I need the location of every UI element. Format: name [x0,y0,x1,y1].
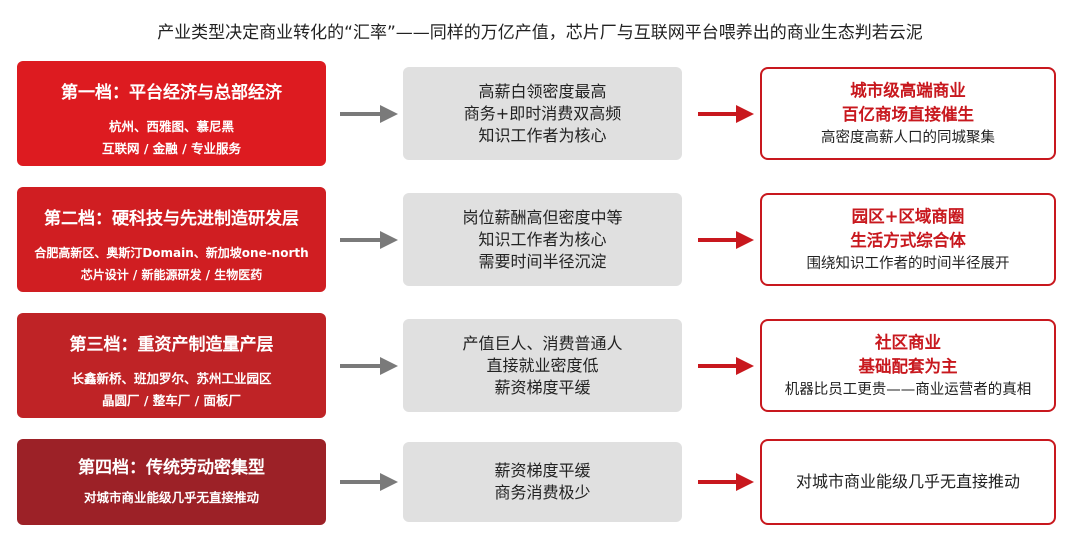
characteristics-box: 高薪白领密度最高 商务+即时消费双高频 知识工作者为核心 [403,67,682,160]
tier-industries: 晶圆厂 / 整车厂 / 面板厂 [101,393,242,408]
result-headline: 百亿商场直接催生 [842,104,974,124]
characteristic-line: 薪资梯度平缓 [494,461,591,480]
commerce-result-box: 城市级高端商业 百亿商场直接催生 高密度高薪人口的同城聚集 [760,67,1056,160]
characteristic-line: 高薪白领密度最高 [478,81,607,101]
characteristic-line: 知识工作者为核心 [478,125,607,145]
tier-title: 第三档：重资产制造量产层 [69,335,274,355]
tier-card-4: 第四档：传统劳动密集型 对城市商业能级几乎无直接推动 [17,439,326,525]
arrow-right-icon [698,231,754,249]
characteristic-line: 需要时间半径沉淀 [478,251,607,271]
arrow-right-icon [340,105,398,123]
tier-title: 第四档：传统劳动密集型 [78,458,265,478]
result-headline: 园区+区域商圈 [851,206,965,226]
characteristic-line: 薪资梯度平缓 [494,377,591,397]
tier-title: 第二档：硬科技与先进制造研发层 [44,209,299,229]
arrow-right-icon [340,357,398,375]
commerce-result-box: 社区商业 基础配套为主 机器比员工更贵——商业运营者的真相 [760,319,1056,412]
result-note: 围绕知识工作者的时间半径展开 [806,255,1010,272]
arrow-right-icon [698,357,754,375]
page-title: 产业类型决定商业转化的“汇率”——同样的万亿产值，芯片厂与互联网平台喂养出的商业… [157,23,923,43]
characteristic-line: 直接就业密度低 [486,355,599,375]
tier-row-2: 第二档：硬科技与先进制造研发层 合肥高新区、奥斯汀Domain、新加坡one-n… [0,187,1080,292]
tier-summary: 对城市商业能级几乎无直接推动 [83,490,259,505]
result-note: 机器比员工更贵——商业运营者的真相 [784,381,1032,398]
tier-row-1: 第一档：平台经济与总部经济 杭州、西雅图、慕尼黑 互联网 / 金融 / 专业服务… [0,61,1080,166]
tier-examples: 杭州、西雅图、慕尼黑 互联网 / 金融 / 专业服务 [17,116,326,160]
arrow-right-icon [340,231,398,249]
characteristics-box: 薪资梯度平缓 商务消费极少 [403,442,682,522]
characteristic-line: 商务消费极少 [494,483,591,502]
tier-industries: 芯片设计 / 新能源研发 / 生物医药 [80,268,263,282]
characteristics-box: 产值巨人、消费普通人 直接就业密度低 薪资梯度平缓 [403,319,682,412]
result-note: 高密度高薪人口的同城聚集 [821,129,995,146]
tier-cities: 合肥高新区、奥斯汀Domain、新加坡one-north [34,246,309,260]
arrow-right-icon [698,105,754,123]
tier-row-3: 第三档：重资产制造量产层 长鑫新桥、班加罗尔、苏州工业园区 晶圆厂 / 整车厂 … [0,313,1080,418]
result-headline: 基础配套为主 [858,356,958,376]
tier-examples: 长鑫新桥、班加罗尔、苏州工业园区 晶圆厂 / 整车厂 / 面板厂 [17,368,326,412]
tier-card-2: 第二档：硬科技与先进制造研发层 合肥高新区、奥斯汀Domain、新加坡one-n… [17,187,326,292]
tier-cities: 长鑫新桥、班加罗尔、苏州工业园区 [71,371,272,386]
tier-title: 第一档：平台经济与总部经济 [61,83,282,103]
commerce-result-box: 对城市商业能级几乎无直接推动 [760,439,1056,525]
commerce-result-box: 园区+区域商圈 生活方式综合体 围绕知识工作者的时间半径展开 [760,193,1056,286]
result-note: 对城市商业能级几乎无直接推动 [795,472,1020,491]
characteristic-line: 岗位薪酬高但密度中等 [462,207,623,227]
tier-card-3: 第三档：重资产制造量产层 长鑫新桥、班加罗尔、苏州工业园区 晶圆厂 / 整车厂 … [17,313,326,418]
result-headline: 城市级高端商业 [850,80,966,100]
tier-examples: 对城市商业能级几乎无直接推动 [17,487,326,509]
characteristics-box: 岗位薪酬高但密度中等 知识工作者为核心 需要时间半径沉淀 [403,193,682,286]
tier-row-4: 第四档：传统劳动密集型 对城市商业能级几乎无直接推动 薪资梯度平缓 商务消费极少… [0,439,1080,525]
tier-cities: 杭州、西雅图、慕尼黑 [108,119,234,134]
arrow-right-icon [340,473,398,491]
result-headline: 生活方式综合体 [850,230,966,250]
characteristic-line: 知识工作者为核心 [478,229,607,249]
tier-examples: 合肥高新区、奥斯汀Domain、新加坡one-north 芯片设计 / 新能源研… [17,242,326,286]
tier-industries: 互联网 / 金融 / 专业服务 [101,141,242,156]
characteristic-line: 商务+即时消费双高频 [463,103,622,123]
result-headline: 社区商业 [875,332,941,352]
arrow-right-icon [698,473,754,491]
tier-card-1: 第一档：平台经济与总部经济 杭州、西雅图、慕尼黑 互联网 / 金融 / 专业服务 [17,61,326,166]
characteristic-line: 产值巨人、消费普通人 [462,333,623,353]
